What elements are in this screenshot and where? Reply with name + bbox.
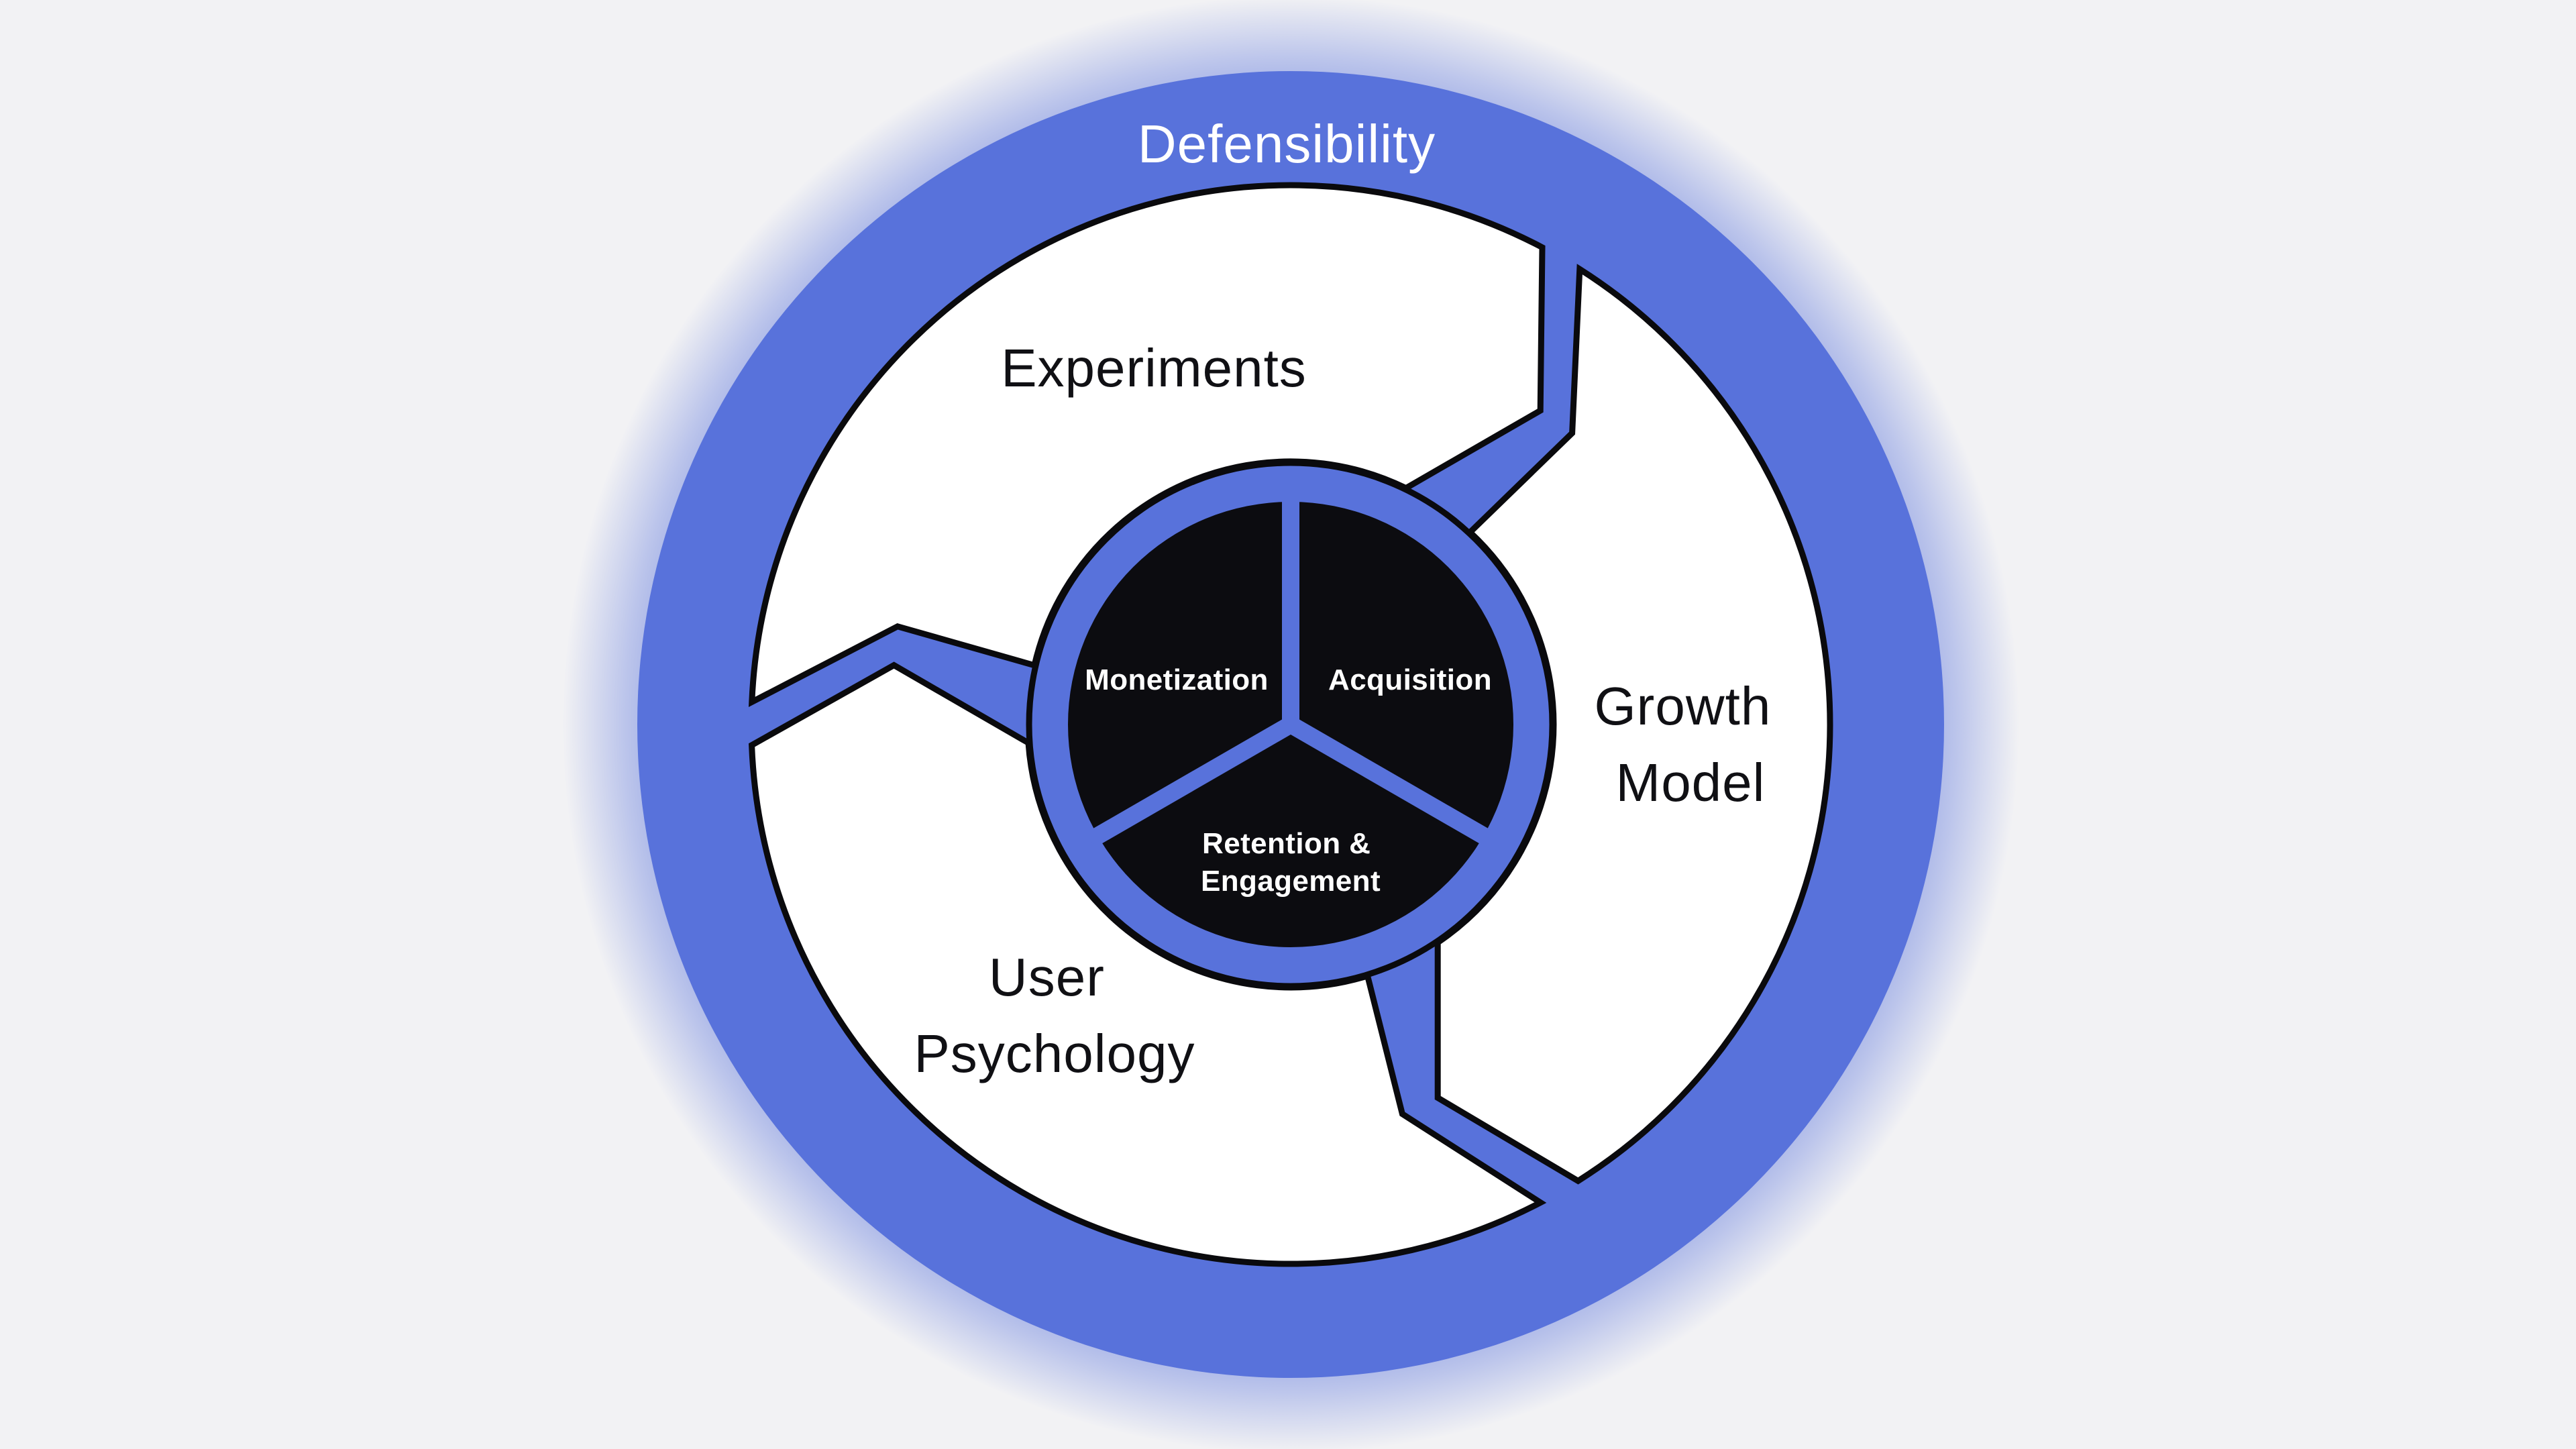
label-growth-model-line2: Model [1616, 753, 1766, 812]
label-growth-model: Growth Model [1594, 676, 1786, 812]
label-experiments-line: Experiments [1001, 338, 1307, 398]
label-monetization: Monetization [1085, 663, 1269, 696]
sector-divider-right [1282, 716, 1493, 845]
label-retention-engagement: Retention & Engagement [1201, 827, 1381, 898]
sector-divider-left [1089, 716, 1299, 845]
label-retention-line: Retention & [1202, 827, 1371, 860]
label-growth-model-line1: Growth [1594, 676, 1771, 736]
label-user-psychology-line2: Psychology [914, 1024, 1195, 1083]
label-user-psychology: User Psychology [914, 947, 1195, 1083]
label-engagement-line: Engagement [1201, 865, 1381, 898]
label-user-psychology-line1: User [989, 947, 1105, 1007]
label-acquisition: Acquisition [1328, 663, 1492, 696]
ring-title: Defensibility [1138, 114, 1436, 174]
label-experiments: Experiments [1001, 338, 1307, 398]
